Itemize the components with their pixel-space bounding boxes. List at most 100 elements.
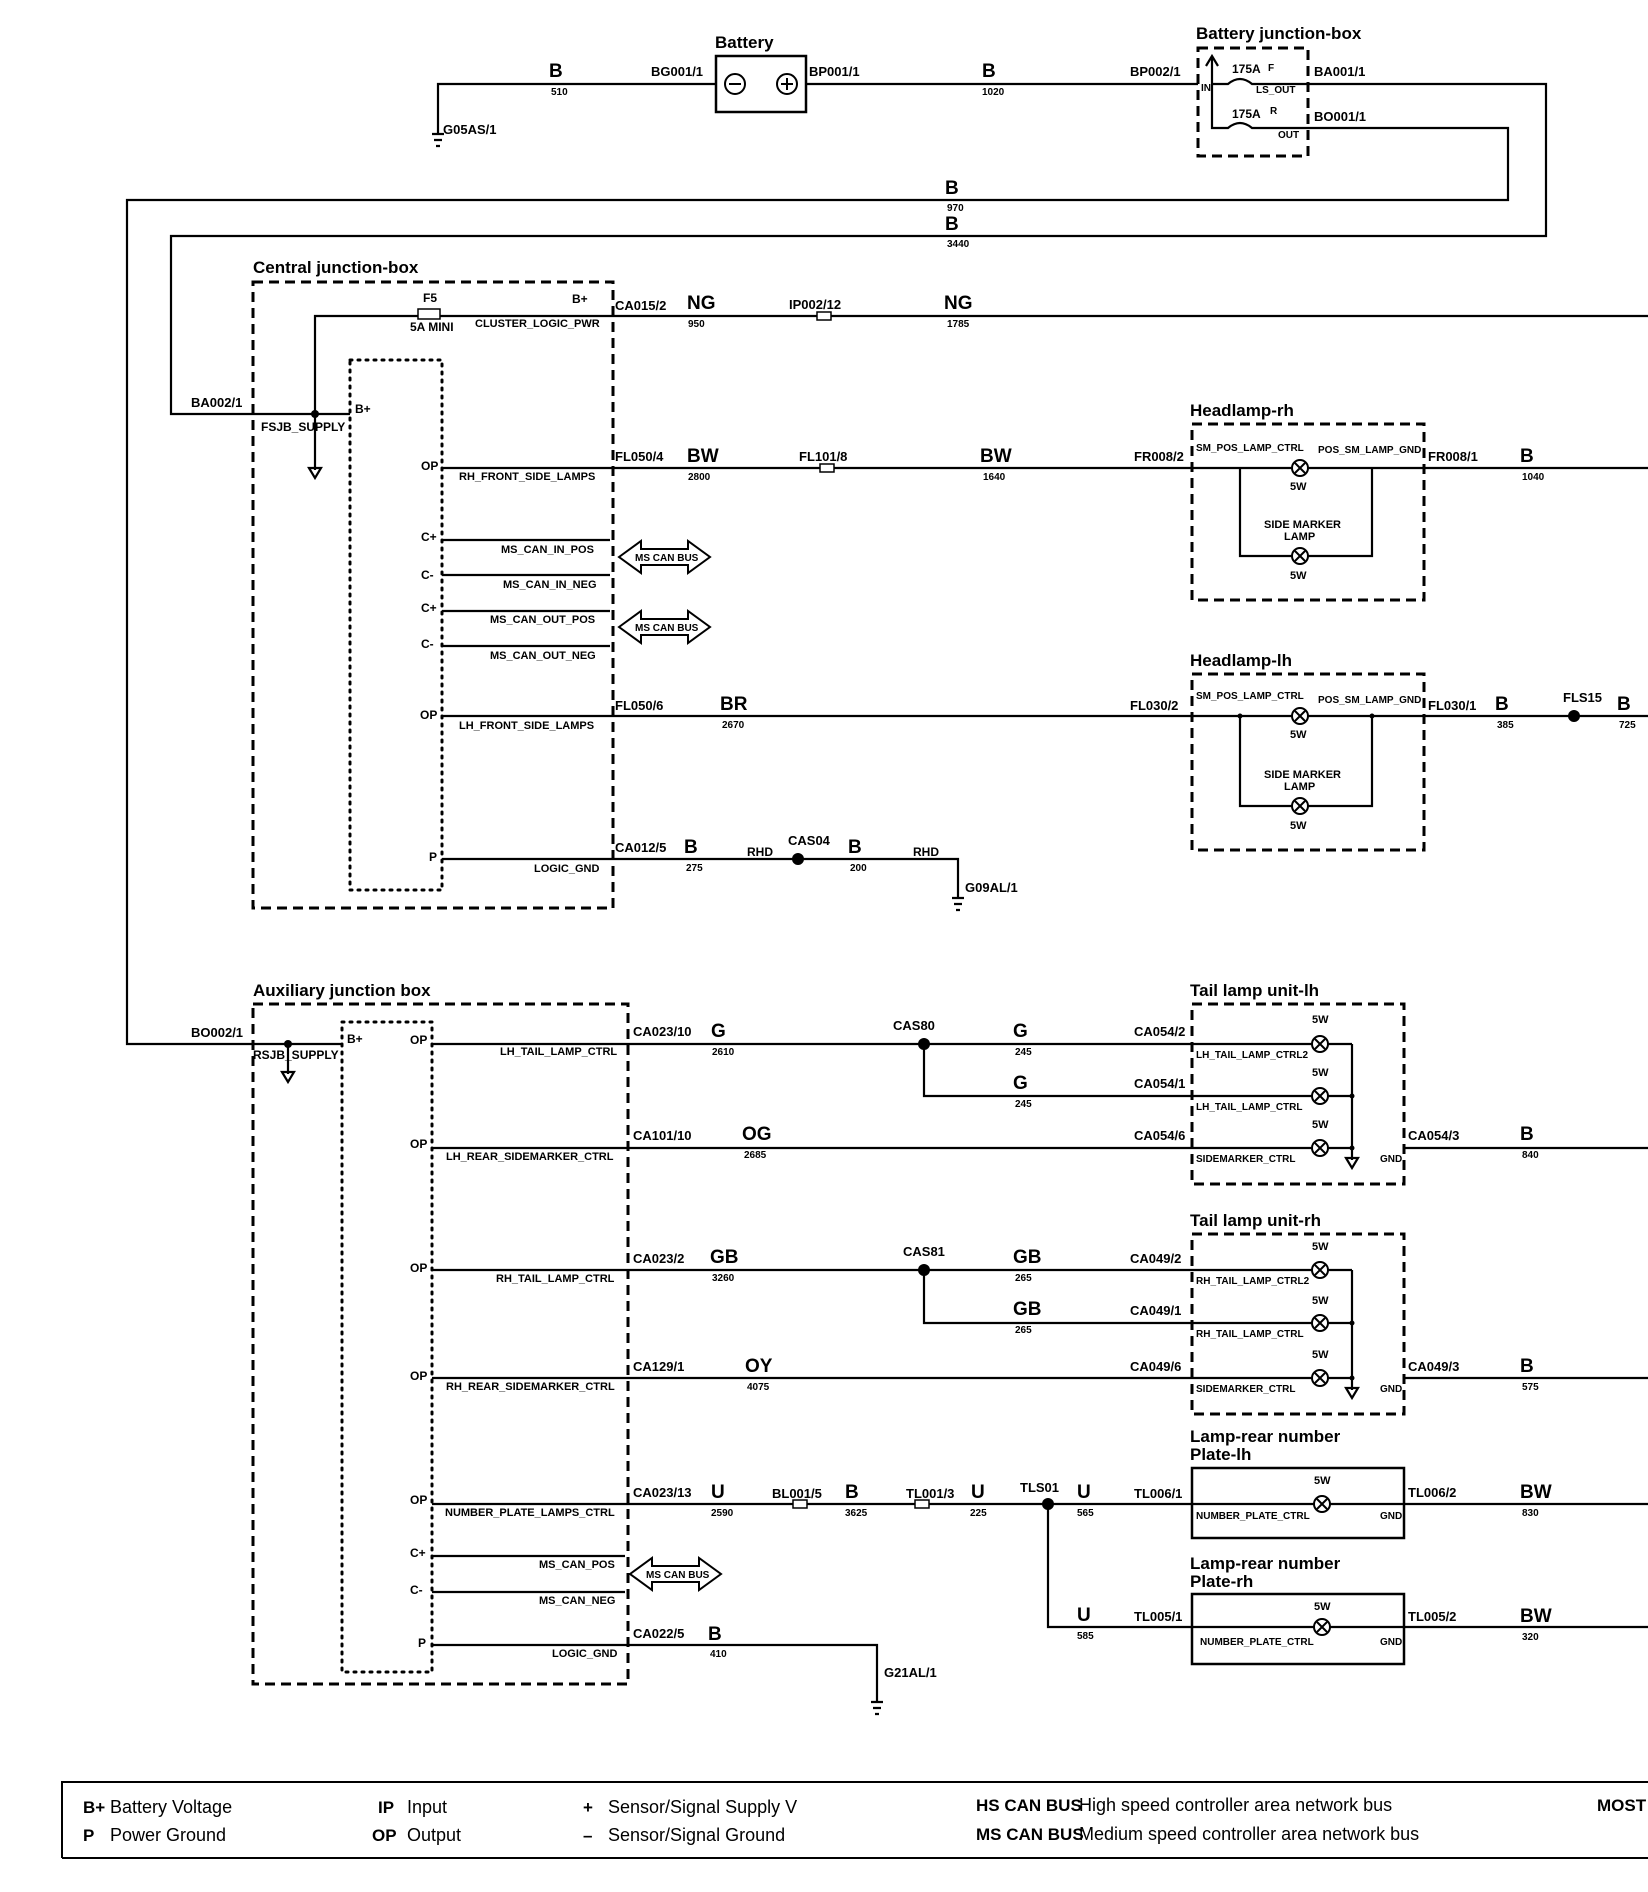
trh-w2: 5W <box>1312 1295 1329 1307</box>
bjb-fuse1-code: F <box>1268 63 1274 74</box>
tlh-pin2: LH_TAIL_LAMP_CTRL <box>1196 1102 1302 1113</box>
tlh-w2: 5W <box>1312 1067 1329 1079</box>
wire-950-color: NG <box>687 293 716 314</box>
cjb-pin-cluster: CLUSTER_LOGIC_PWR <box>475 318 600 330</box>
ajb-pin-can-neg: MS_CAN_NEG <box>539 1595 615 1607</box>
cjb-op2: OP <box>420 708 437 722</box>
ajb-supply-pin: RSJB_SUPPLY <box>253 1048 339 1062</box>
trh-w1: 5W <box>1312 1241 1329 1253</box>
can-bus-label: MS CAN BUS <box>635 553 699 564</box>
conn-ca023-13: CA023/13 <box>633 1485 692 1500</box>
ajb-op4: OP <box>410 1369 427 1383</box>
conn-ba002: BA002/1 <box>191 395 242 410</box>
plate-lamp-rh: Lamp-rear number Plate-rh 5W NUMBER_PLAT… <box>1190 1554 1648 1666</box>
conn-ca022: CA022/5 <box>633 1626 684 1641</box>
conn-ca023-2: CA023/2 <box>633 1251 684 1266</box>
prh-pin: NUMBER_PLATE_CTRL <box>1200 1637 1314 1648</box>
conn-ca054-1: CA054/1 <box>1134 1076 1185 1091</box>
trh-pin3: SIDEMARKER_CTRL <box>1196 1384 1295 1395</box>
hrh-w2: 5W <box>1290 570 1307 582</box>
wire-275-size: 275 <box>686 863 703 874</box>
tlh-w3: 5W <box>1312 1119 1329 1131</box>
ajb-title: Auxiliary junction box <box>253 981 431 1000</box>
conn-tls01: TLS01 <box>1020 1480 1059 1495</box>
hrh-w1: 5W <box>1290 481 1307 493</box>
wire-3625-color: B <box>845 1482 859 1503</box>
wire-320-size: 320 <box>1522 1632 1539 1643</box>
wire-1020-size: 1020 <box>982 87 1005 98</box>
conn-tl005-2: TL005/2 <box>1408 1609 1456 1624</box>
hlh-lamp: LAMP <box>1284 781 1315 793</box>
bjb-fuse1: 175A <box>1232 62 1261 76</box>
hrh-lamp: LAMP <box>1284 531 1315 543</box>
wire-3440-size: 3440 <box>947 239 970 250</box>
wire-2670-size: 2670 <box>722 720 745 731</box>
hlh-title: Headlamp-lh <box>1190 651 1292 670</box>
ajb-bplus: B+ <box>347 1032 363 1046</box>
cjb-pin-logic-gnd: LOGIC_GND <box>534 863 599 875</box>
ajb-pin-number-plate: NUMBER_PLATE_LAMPS_CTRL <box>445 1507 615 1519</box>
prh-title2: Plate-rh <box>1190 1572 1253 1591</box>
battery-junction-box: Battery junction-box IN 175A F LS_OUT 17… <box>125 24 1548 1046</box>
trh-w3: 5W <box>1312 1349 1329 1361</box>
rhd-1: RHD <box>747 845 773 859</box>
legend-text-ip: Input <box>407 1797 447 1817</box>
legend-sym-bplus: B+ <box>83 1798 105 1817</box>
wire-265b-size: 265 <box>1015 1325 1032 1336</box>
central-junction-box: Central junction-box BA002/1 FSJB_SUPPLY… <box>191 258 1648 912</box>
conn-fls15: FLS15 <box>1563 690 1602 705</box>
wire-1785-size: 1785 <box>947 319 970 330</box>
wire-970-size: 970 <box>947 203 964 214</box>
can-bus-label-3: MS CAN BUS <box>646 1570 710 1581</box>
prh-gnd: GND <box>1380 1637 1402 1648</box>
conn-bg001: BG001/1 <box>651 64 703 79</box>
trh-gnd: GND <box>1380 1384 1402 1395</box>
headlamp-lh: Headlamp-lh SM_POS_LAMP_CTRL POS_SM_LAMP… <box>1190 651 1648 852</box>
wire-575-size: 575 <box>1522 1382 1539 1393</box>
hlh-pin-in: SM_POS_LAMP_CTRL <box>1196 691 1304 702</box>
conn-g05as: G05AS/1 <box>443 122 496 137</box>
wire-840-size: 840 <box>1522 1150 1539 1161</box>
wire-410-size: 410 <box>710 1649 727 1660</box>
wire-1785-color: NG <box>944 293 973 314</box>
tail-lamp-lh: Tail lamp unit-lh 5W 5W 5W LH_TAIL_LAMP_… <box>1190 981 1648 1186</box>
legend-text-minus: Sensor/Signal Ground <box>608 1825 785 1845</box>
can-bus-label-2: MS CAN BUS <box>635 623 699 634</box>
conn-cas04: CAS04 <box>788 833 831 848</box>
cjb-fuse: F5 <box>423 291 437 305</box>
cjb-pin-can-in-pos: MS_CAN_IN_POS <box>501 544 594 556</box>
legend-sym-most: MOST <box>1597 1796 1647 1815</box>
wire-2610-size: 2610 <box>712 1047 735 1058</box>
bjb-fuse2-code: R <box>1270 106 1278 117</box>
conn-fr008-1: FR008/1 <box>1428 449 1478 464</box>
hlh-sidemarker: SIDE MARKER <box>1264 769 1341 781</box>
auxiliary-junction-box: Auxiliary junction box BO002/1 RSJB_SUPP… <box>191 981 1192 1716</box>
bjb-in-pin: IN <box>1201 83 1211 94</box>
headlamp-rh: Headlamp-rh SM_POS_LAMP_CTRL POS_SM_LAMP… <box>1190 401 1648 602</box>
conn-ca049-3: CA049/3 <box>1408 1359 1459 1374</box>
can-bus-arrow-in: MS CAN BUS <box>617 539 712 575</box>
wire-840-color: B <box>1520 1124 1534 1145</box>
wire-2610-color: G <box>711 1021 726 1042</box>
wire-725-size: 725 <box>1619 720 1636 731</box>
can-bus-arrow-out: MS CAN BUS <box>617 609 712 645</box>
prh-w: 5W <box>1314 1601 1331 1613</box>
battery-section: Battery G05AS/1 B 510 BG001/1 BP001/1 B … <box>432 33 1198 148</box>
wire-410-color: B <box>708 1624 722 1645</box>
tlh-gnd: GND <box>1380 1154 1402 1165</box>
tlh-pin1: LH_TAIL_LAMP_CTRL2 <box>1196 1050 1308 1061</box>
legend-sym-hs: HS CAN BUS <box>976 1796 1082 1815</box>
plh-pin: NUMBER_PLATE_CTRL <box>1196 1511 1310 1522</box>
wire-2590-size: 2590 <box>711 1508 734 1519</box>
conn-fr008-2: FR008/2 <box>1134 449 1184 464</box>
hlh-w2: 5W <box>1290 820 1307 832</box>
battery-neg-icon <box>724 73 746 95</box>
conn-ip002: IP002/12 <box>789 297 841 312</box>
wire-565-color: U <box>1077 1482 1091 1503</box>
legend-text-ms: Medium speed controller area network bus <box>1079 1824 1419 1844</box>
plh-title1: Lamp-rear number <box>1190 1427 1341 1446</box>
hlh-pin-out: POS_SM_LAMP_GND <box>1318 695 1421 706</box>
wire-1040-size: 1040 <box>1522 472 1545 483</box>
conn-ca054-3: CA054/3 <box>1408 1128 1459 1143</box>
legend-text-hs: High speed controller area network bus <box>1079 1795 1392 1815</box>
